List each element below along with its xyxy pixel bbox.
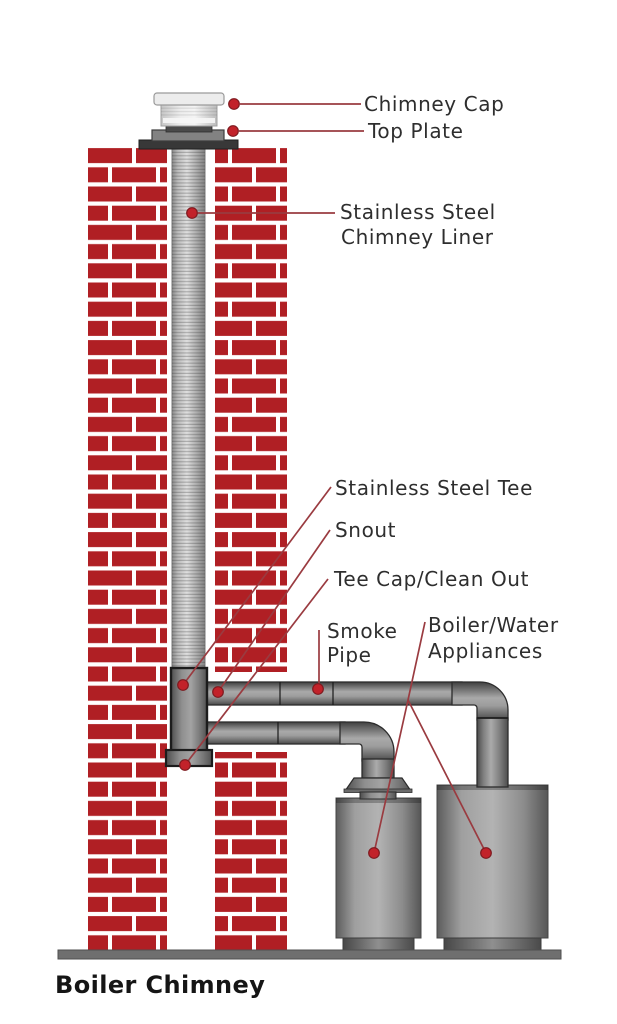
dot-smoke-pipe (312, 683, 324, 695)
brick-column-left (88, 146, 167, 950)
elbow-right (451, 681, 509, 721)
boiler-left (335, 797, 422, 951)
label-liner-line2: Chimney Liner (341, 225, 494, 249)
chimney-cap (153, 92, 225, 133)
brick-chimney (88, 146, 287, 950)
dot-tee (177, 679, 189, 691)
label-liner-line1: Stainless Steel (340, 200, 496, 224)
label-tee: Stainless Steel Tee (335, 476, 533, 500)
leader-tee (182, 486, 332, 686)
label-tee-cap: Tee Cap/Clean Out (333, 567, 529, 591)
label-appliances-line1: Boiler/Water (428, 613, 559, 637)
label-smoke-pipe-line1: Smoke (327, 619, 398, 643)
label-top-plate: Top Plate (367, 119, 464, 143)
floor (57, 949, 562, 960)
brick-column-right-upper (215, 146, 287, 672)
callout-labels: Chimney Cap Top Plate Stainless Steel Ch… (327, 92, 559, 667)
brick-column-right-lower (215, 752, 287, 950)
dot-chimney-cap (228, 98, 240, 110)
smoke-pipe-lower (204, 721, 413, 800)
chimney-liner (171, 145, 206, 670)
leader-lines (182, 103, 487, 854)
top-plate (138, 129, 239, 150)
label-snout: Snout (335, 518, 396, 542)
label-appliances-line2: Appliances (428, 639, 543, 663)
leader-appliance-right (407, 699, 487, 854)
leader-snout (217, 529, 331, 693)
elbow-left (339, 721, 395, 762)
diagram-title: Boiler Chimney (55, 971, 265, 999)
dot-boiler-left (368, 847, 380, 859)
label-smoke-pipe-line2: Pipe (327, 643, 372, 667)
dot-liner (186, 207, 198, 219)
callout-dots (177, 98, 492, 859)
dot-top-plate (227, 125, 239, 137)
dot-snout (212, 686, 224, 698)
dot-boiler-right (480, 847, 492, 859)
water-heater-right (436, 784, 549, 951)
smoke-pipe-upper (205, 681, 509, 788)
stainless-steel-tee (164, 666, 214, 768)
leader-tee-cap (184, 578, 329, 766)
dot-tee-cap (179, 759, 191, 771)
label-chimney-cap: Chimney Cap (364, 92, 504, 116)
